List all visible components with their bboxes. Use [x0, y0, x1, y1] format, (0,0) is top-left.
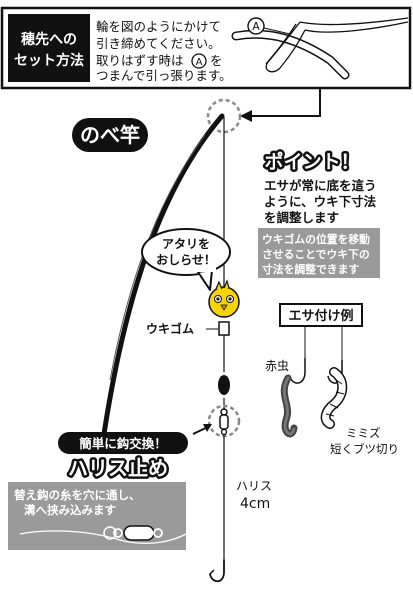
swivel-title: ハリス止め	[68, 456, 168, 480]
bloodworm-illustration	[280, 358, 306, 438]
earthworm-note: 短くブツ切り	[330, 442, 399, 456]
swivel-callout: 簡単に鈎交換！ ハリス止め ハリス止め	[58, 432, 188, 483]
point-panel: ポイント！ ポイント！ エサが常に底を這う ように、ウキ下寸法 を調整します ウ…	[258, 148, 380, 278]
hook-barb	[209, 569, 215, 575]
header-instruction-3: 取りはずす時は	[96, 53, 184, 68]
swivel-clip-closeup	[19, 525, 187, 544]
swivel-tagline: 簡単に鈎交換！	[79, 436, 167, 451]
marker-letter-inline: A	[196, 57, 203, 68]
speech-bubble: アタリを おしらせ！	[141, 228, 231, 291]
rod-label: のべ竿	[80, 123, 140, 147]
header-instruction-4: つまんで引っ張ります。	[96, 68, 232, 83]
leader-label: ハリス	[236, 479, 272, 493]
rod-label-badge: のべ竿	[72, 118, 148, 152]
swivel-note-panel: 替え鈎の糸を穴に通し、 溝へ挟み込みます	[8, 482, 187, 550]
header-label-line1: 穂先への	[21, 31, 77, 48]
point-gray-line-3: 寸法を調整できます	[262, 262, 359, 276]
swivel-note-line-2: 溝へ挟み込みます	[24, 503, 116, 517]
float-chick	[208, 279, 240, 318]
sinker	[218, 375, 230, 395]
fishing-rod	[101, 113, 225, 437]
float-rubber	[218, 321, 230, 336]
header-instruction-1: 輪を図のようにかけて	[96, 19, 221, 34]
point-line-1: エサが常に底を這う	[264, 178, 377, 193]
swivel-clip	[219, 408, 229, 436]
header-instruction-2: 引き締めてください。	[96, 36, 221, 51]
point-title: ポイント！	[264, 150, 359, 173]
bubble-line-2: おしらせ！	[156, 253, 216, 267]
point-gray-line-2: させることでウキ下の	[262, 248, 370, 261]
knot-illustration: A	[231, 17, 409, 80]
swivel-title-outline: ハリス止め	[68, 456, 168, 480]
bait-title: エサ付け例	[288, 308, 353, 324]
swivel-note-line-1: 替え鈎の糸を穴に通し、	[14, 488, 141, 502]
header-label-line2: セット方法	[14, 52, 84, 69]
point-line-3: を調整します	[264, 210, 339, 225]
bait-example-panel: エサ付け例 赤虫 ミミズ 短くブツ切り	[265, 303, 399, 456]
point-title-outline: ポイント！	[264, 150, 359, 173]
earthworm-label: ミミズ	[346, 426, 381, 440]
swivel-pointer-arrowhead	[203, 424, 212, 432]
header-instruction-3-suffix: を	[210, 53, 223, 68]
marker-letter-knot: A	[252, 20, 260, 33]
leader-length: 4cm	[240, 496, 270, 512]
point-line-2: ように、ウキ下寸法	[264, 194, 377, 209]
float-label: ウキゴム	[146, 321, 194, 336]
bloodworm-label: 赤虫	[265, 359, 289, 373]
header-connector-line	[248, 88, 321, 117]
bubble-line-1: アタリを	[162, 237, 210, 251]
header-panel: 穂先への セット方法 輪を図のようにかけて 引き締めてください。 取りはずす時は…	[0, 6, 412, 90]
earthworm-illustration	[320, 360, 348, 429]
point-gray-line-1: ウキゴムの位置を移動	[262, 232, 370, 246]
hook	[209, 559, 225, 583]
connector-arrowhead	[240, 110, 252, 122]
marker-a-inline: A	[191, 53, 207, 69]
